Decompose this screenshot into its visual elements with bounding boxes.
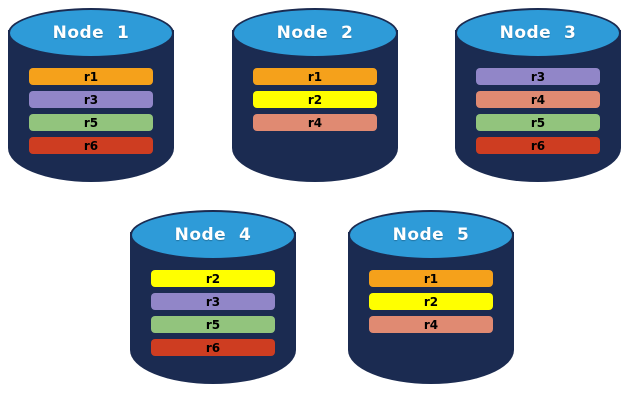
replica-bar[interactable]: r6 bbox=[151, 339, 275, 356]
replica-bar[interactable]: r2 bbox=[253, 91, 377, 108]
database-node-4[interactable]: Node 4 r2 r3 r5 r6 bbox=[130, 210, 296, 392]
node-title: Node 2 bbox=[276, 23, 354, 43]
replica-list: r3 r4 r5 r6 bbox=[455, 58, 621, 154]
database-node-2[interactable]: Node 2 r1 r2 r4 bbox=[232, 8, 398, 190]
replica-list: r1 r2 r4 bbox=[348, 260, 514, 333]
replica-bar[interactable]: r6 bbox=[476, 137, 600, 154]
replica-bar[interactable]: r5 bbox=[151, 316, 275, 333]
replica-bar[interactable]: r1 bbox=[29, 68, 153, 85]
node-title: Node 1 bbox=[52, 23, 130, 43]
replica-bar[interactable]: r4 bbox=[369, 316, 493, 333]
node-title: Node 4 bbox=[174, 225, 252, 245]
replica-list: r2 r3 r5 r6 bbox=[130, 260, 296, 356]
database-node-3[interactable]: Node 3 r3 r4 r5 r6 bbox=[455, 8, 621, 190]
replica-bar[interactable]: r4 bbox=[476, 91, 600, 108]
cylinder-top-ellipse bbox=[232, 8, 398, 58]
replica-bar[interactable]: r3 bbox=[151, 293, 275, 310]
replica-bar[interactable]: r6 bbox=[29, 137, 153, 154]
replica-bar[interactable]: r2 bbox=[369, 293, 493, 310]
node-title: Node 3 bbox=[499, 23, 577, 43]
replica-bar[interactable]: r3 bbox=[29, 91, 153, 108]
replica-bar[interactable]: r5 bbox=[476, 114, 600, 131]
database-node-5[interactable]: Node 5 r1 r2 r4 bbox=[348, 210, 514, 392]
replica-list: r1 r3 r5 r6 bbox=[8, 58, 174, 154]
database-node-1[interactable]: Node 1 r1 r3 r5 r6 bbox=[8, 8, 174, 190]
node-title: Node 5 bbox=[392, 225, 470, 245]
replica-bar[interactable]: r2 bbox=[151, 270, 275, 287]
replica-bar[interactable]: r1 bbox=[253, 68, 377, 85]
cylinder-top-ellipse bbox=[130, 210, 296, 260]
replica-bar[interactable]: r4 bbox=[253, 114, 377, 131]
replica-bar[interactable]: r5 bbox=[29, 114, 153, 131]
cylinder-top-ellipse bbox=[348, 210, 514, 260]
replica-bar[interactable]: r3 bbox=[476, 68, 600, 85]
replica-bar[interactable]: r1 bbox=[369, 270, 493, 287]
replica-list: r1 r2 r4 bbox=[232, 58, 398, 131]
cylinder-top-ellipse bbox=[455, 8, 621, 58]
cylinder-top-ellipse bbox=[8, 8, 174, 58]
